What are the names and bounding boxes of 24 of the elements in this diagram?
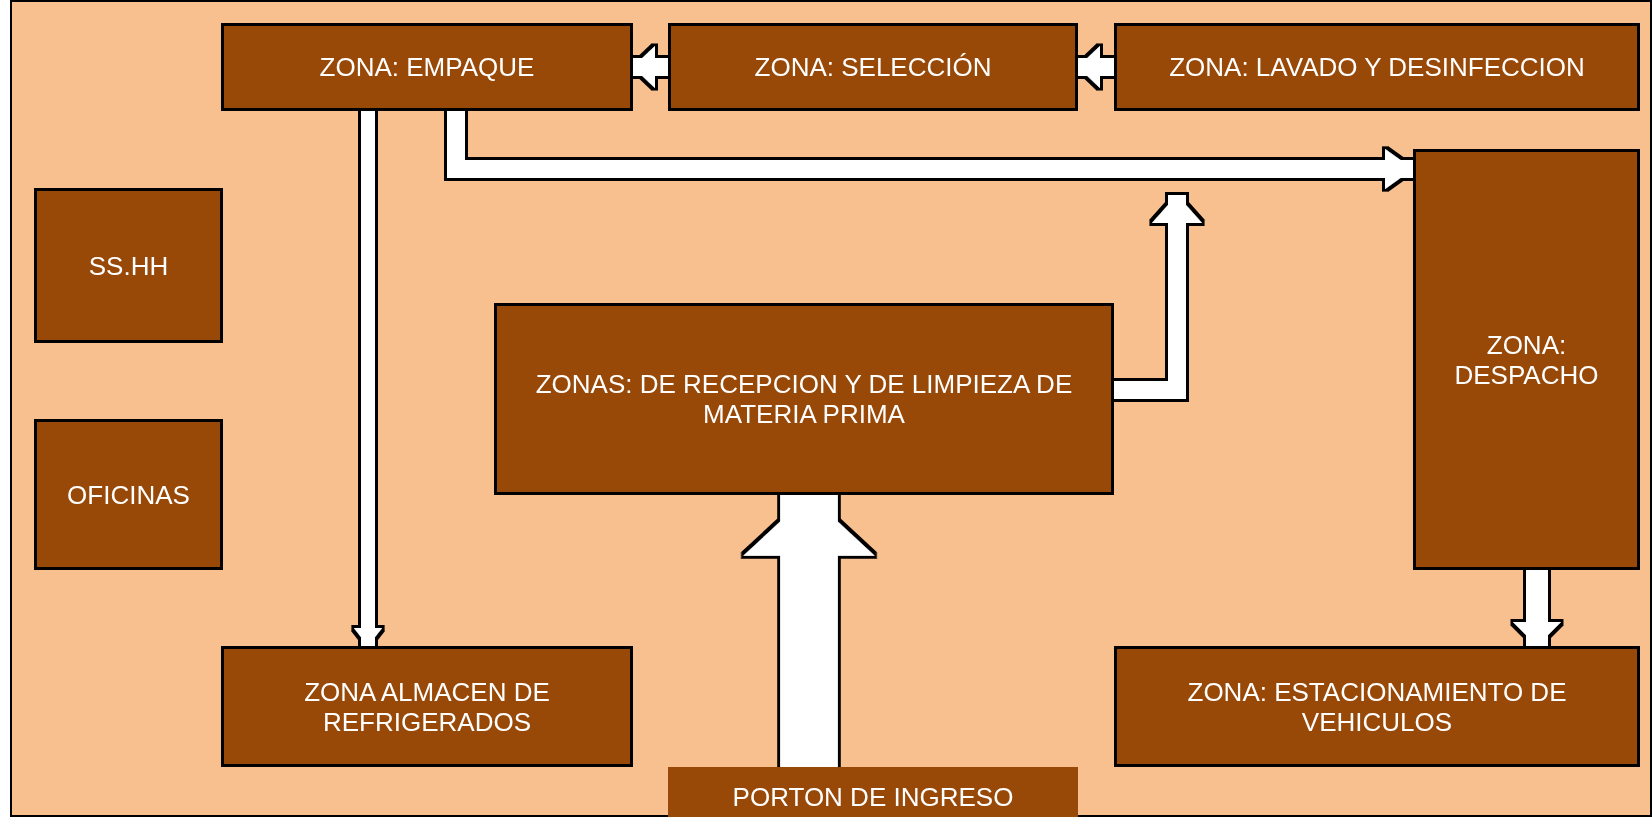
zone-box [34,419,223,570]
zone-label: ZONA ALMACEN DE REFRIGERADOS [303,676,551,737]
zone-box [668,767,1078,817]
zone-label: PORTON DE INGRESO [732,782,1014,812]
block-arrow [1513,570,1561,646]
zone-box [221,23,633,111]
zone-box [1114,646,1640,767]
zone-box [1413,149,1640,570]
zone-label: ZONA: LAVADO Y DESINFECCION [1169,52,1585,82]
block-arrow [1078,46,1114,88]
zone-label: ZONA: ESTACIONAMIENTO DE VEHICULOS [1186,676,1568,737]
block-arrow [354,111,382,646]
zone-label: ZONA: DESPACHO [1453,329,1600,390]
zone-box [1114,23,1640,111]
zone-label: ZONA: SELECCIÓN [754,52,992,82]
zone-box [221,646,633,767]
zone-label: OFICINAS [67,479,190,510]
zone-label: ZONA: EMPAQUE [319,52,535,82]
zone-box [668,23,1078,111]
zone-label: ZONAS: DE RECEPCION Y DE LIMPIEZA DE MATERIA PRIMA [534,369,1074,429]
zone-box [494,303,1114,495]
block-arrow [633,46,668,88]
zone-label: SS.HH [88,250,169,281]
zone-box [34,188,223,343]
